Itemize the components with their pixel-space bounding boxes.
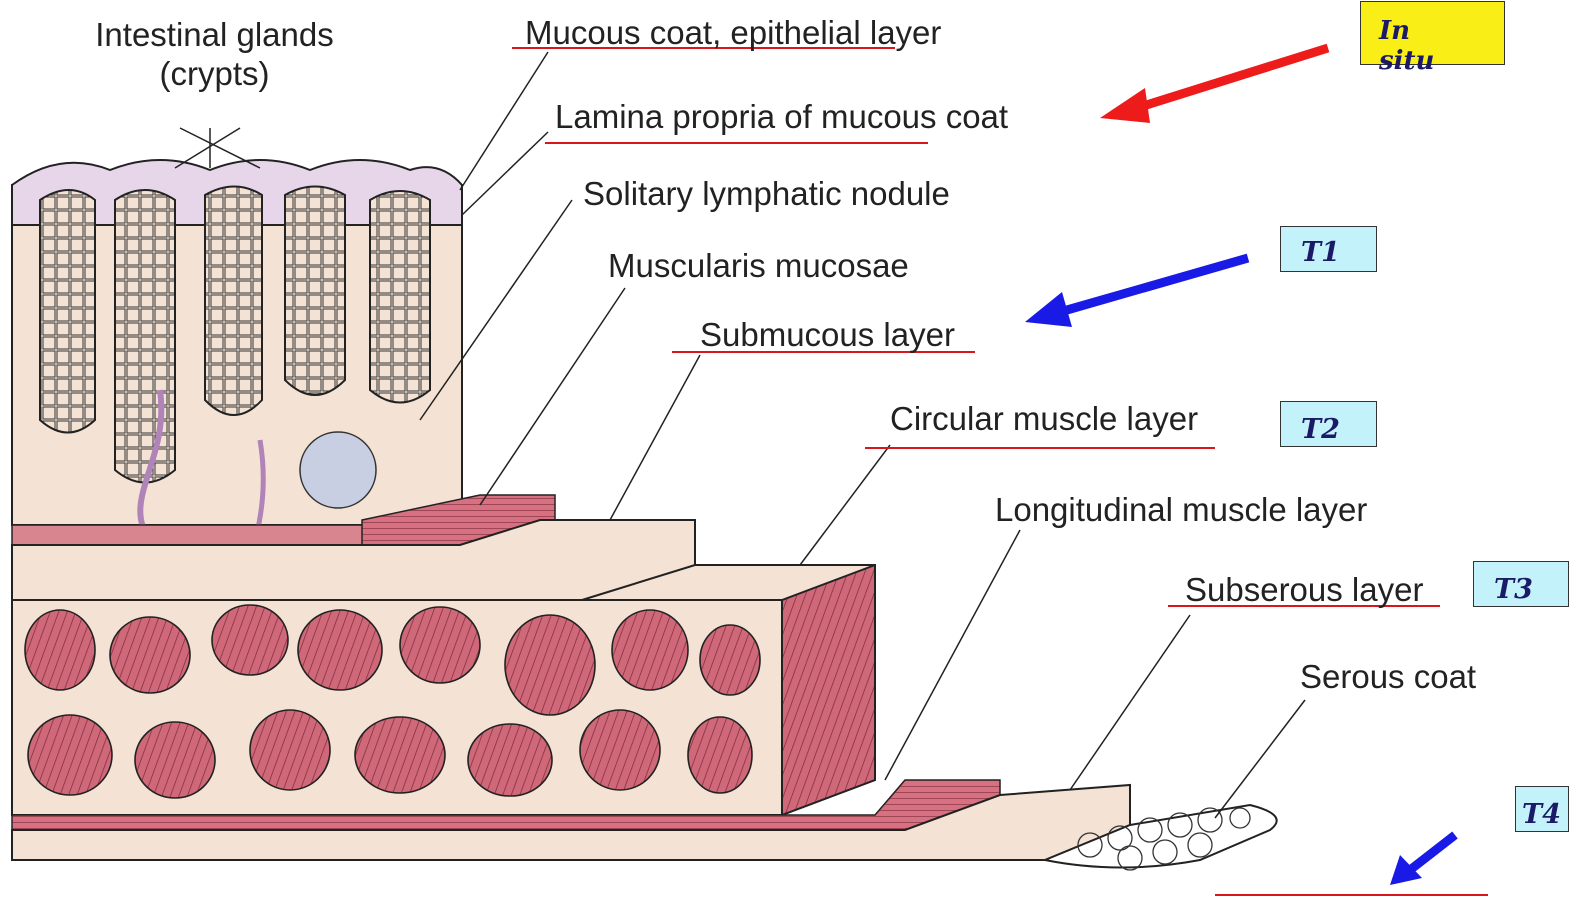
stage-box-t2: T2 <box>1280 401 1377 447</box>
label-longitudinal-muscle: Longitudinal muscle layer <box>995 493 1367 526</box>
label-solitary-nodule: Solitary lymphatic nodule <box>583 177 950 210</box>
label-muscularis-mucosae: Muscularis mucosae <box>608 249 909 282</box>
stage-label-t3: T3 <box>1494 574 1533 605</box>
arrow-in-situ <box>1100 48 1328 123</box>
label-lamina-propria: Lamina propria of mucous coat <box>555 100 1008 133</box>
stage-box-in-situ: In situ <box>1360 1 1505 65</box>
label-intestinal-glands-line1: Intestinal glands <box>72 18 357 51</box>
label-serous-coat: Serous coat <box>1300 660 1476 693</box>
arrow-t1 <box>1025 258 1248 327</box>
label-intestinal-glands-line2: (crypts) <box>72 57 357 90</box>
label-intestinal-glands: Intestinal glands (crypts) <box>72 18 357 90</box>
arrow-t4 <box>1390 835 1455 885</box>
stage-box-t3: T3 <box>1473 561 1569 607</box>
stage-label-t1: T1 <box>1301 237 1340 268</box>
circular-muscle-block <box>12 565 875 815</box>
stage-box-t1: T1 <box>1280 226 1377 272</box>
label-circular-muscle: Circular muscle layer <box>890 402 1198 435</box>
label-subserous-layer: Subserous layer <box>1185 573 1423 606</box>
stage-box-t4: T4 <box>1515 786 1569 832</box>
label-submucous-layer: Submucous layer <box>700 318 955 351</box>
lymphatic-nodule <box>300 432 376 508</box>
stage-label-in-situ: In situ <box>1379 16 1449 76</box>
label-mucous-coat: Mucous coat, epithelial layer <box>525 16 941 49</box>
stage-label-t2: T2 <box>1301 414 1340 445</box>
stage-label-t4: T4 <box>1522 799 1561 830</box>
